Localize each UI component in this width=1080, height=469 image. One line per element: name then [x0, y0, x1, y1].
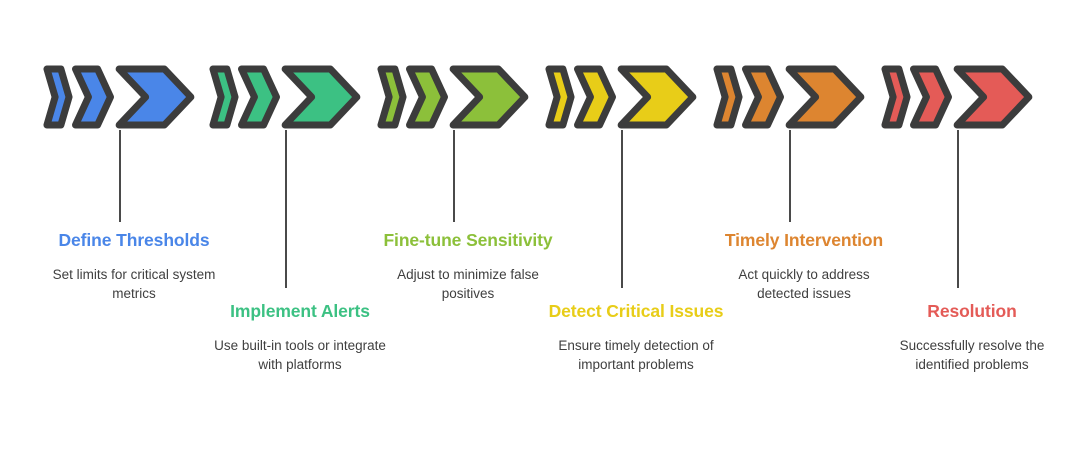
- step-description-5: Act quickly to address detected issues: [738, 267, 870, 301]
- chevron-icon-4-1: [548, 66, 572, 128]
- step-title-4: Detect Critical Issues: [548, 301, 724, 321]
- connector-line-2: [285, 130, 287, 288]
- step-title-3: Fine-tune Sensitivity: [383, 230, 553, 250]
- step-title-1: Define Thresholds: [58, 230, 210, 250]
- step-title-5: Timely Intervention: [724, 230, 884, 250]
- chevron-icon-5-3: [786, 66, 864, 128]
- chevron-icon-2-2: [240, 66, 278, 128]
- step-description-3: Adjust to minimize false positives: [397, 267, 539, 301]
- chevron-icon-5-1: [716, 66, 740, 128]
- connector-line-4: [621, 130, 623, 288]
- chevron-icon-6-1: [884, 66, 908, 128]
- step-description-4: Ensure timely detection of important pro…: [558, 338, 714, 372]
- chevron-icon-1-1: [46, 66, 70, 128]
- chevron-icon-3-1: [380, 66, 404, 128]
- chevron-icon-4-2: [576, 66, 614, 128]
- chevron-arrow-group-3: [378, 66, 558, 128]
- step-title-6: Resolution: [927, 301, 1017, 321]
- chevron-arrow-group-2: [210, 66, 390, 128]
- chevron-icon-6-3: [954, 66, 1032, 128]
- chevron-icon-4-3: [618, 66, 696, 128]
- chevron-arrow-group-4: [546, 66, 726, 128]
- step-description-1: Set limits for critical system metrics: [52, 267, 216, 301]
- step-description-2: Use built-in tools or integrate with pla…: [214, 338, 386, 372]
- step-description-6: Successfully resolve the identified prob…: [899, 338, 1045, 372]
- connector-line-5: [789, 130, 791, 222]
- chevron-arrow-group-5: [714, 66, 894, 128]
- chevron-icon-1-2: [74, 66, 112, 128]
- connector-line-3: [453, 130, 455, 222]
- chevron-icon-5-2: [744, 66, 782, 128]
- chevron-arrow-group-6: [882, 66, 1062, 128]
- chevron-arrow-group-1: [44, 66, 224, 128]
- chevron-icon-6-2: [912, 66, 950, 128]
- chevron-icon-3-2: [408, 66, 446, 128]
- connector-line-1: [119, 130, 121, 222]
- chevron-icon-2-1: [212, 66, 236, 128]
- chevron-icon-1-3: [116, 66, 194, 128]
- step-title-2: Implement Alerts: [230, 301, 370, 321]
- connector-line-6: [957, 130, 959, 288]
- chevron-icon-3-3: [450, 66, 528, 128]
- chevron-icon-2-3: [282, 66, 360, 128]
